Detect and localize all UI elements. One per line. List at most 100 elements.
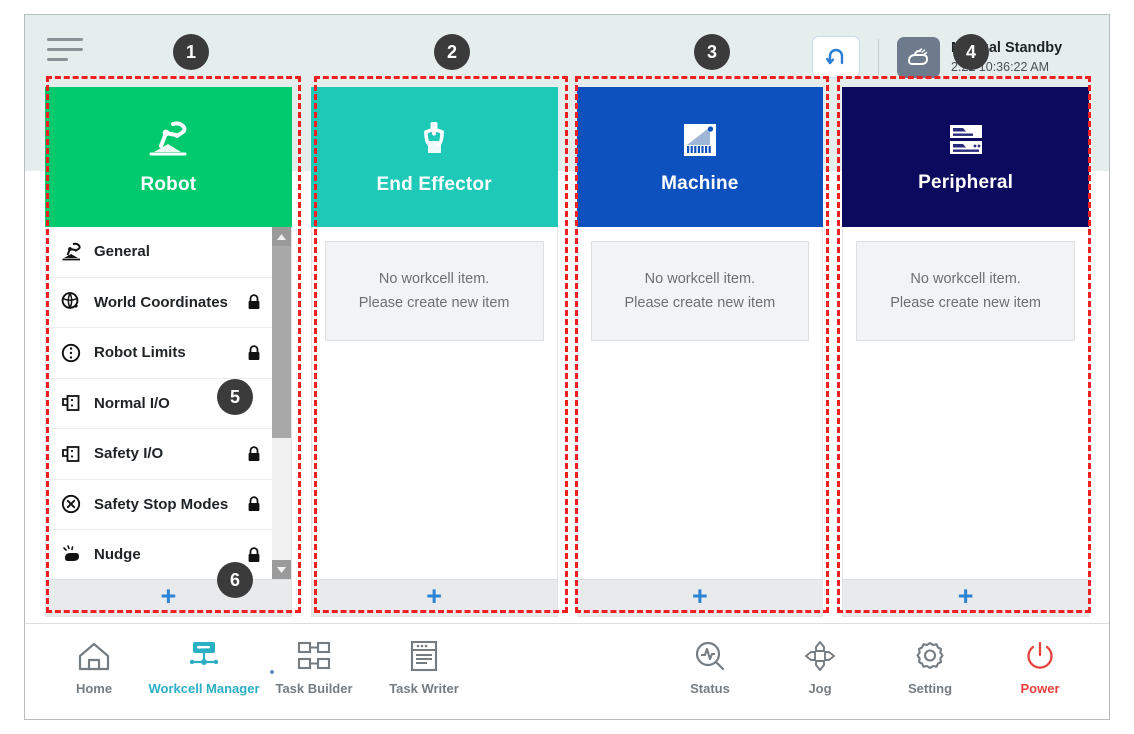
header-divider — [878, 39, 879, 75]
io-port-icon — [56, 392, 86, 414]
globe-coordinates-icon — [56, 291, 86, 313]
annotation-badge-2: 2 — [434, 34, 470, 70]
card-body-robot: General World Coordinates — [45, 227, 292, 579]
list-item-nudge[interactable]: Nudge — [46, 530, 291, 579]
lock-icon — [245, 445, 263, 462]
nav-item-status[interactable]: Status — [655, 634, 765, 708]
lock-icon — [245, 496, 263, 512]
plus-icon: + — [957, 581, 974, 611]
nav-label: Home — [75, 681, 113, 696]
list-item-safety-stop-modes[interactable]: Safety Stop Modes — [46, 479, 291, 530]
nav-label: Task Writer — [389, 681, 459, 696]
gripper-icon — [424, 122, 444, 153]
home-icon — [78, 642, 110, 671]
annotation-badge-6: 6 — [217, 562, 253, 598]
nav-label: Task Builder — [275, 681, 353, 696]
io-port-icon — [56, 443, 86, 465]
nav-item-setting[interactable]: Setting — [875, 634, 985, 708]
nav-item-task-writer[interactable]: Task Writer — [369, 634, 479, 708]
annotation-badge-1: 1 — [173, 34, 209, 70]
nav-item-jog[interactable]: Jog — [765, 634, 875, 708]
card-header-machine[interactable]: Machine — [576, 87, 824, 227]
list-item-label: Nudge — [94, 546, 141, 564]
list-item-robot-limits[interactable]: Robot Limits — [46, 328, 291, 379]
empty-state-peripheral: No workcell item. Please create new item — [856, 241, 1075, 341]
robot-settings-list: General World Coordinates — [46, 227, 291, 579]
hamburger-line — [47, 38, 83, 41]
card-header-end-effector[interactable]: End Effector — [310, 87, 558, 227]
empty-state-machine: No workcell item. Please create new item — [590, 241, 810, 341]
bottom-navigation: Home Workcell Manager — [25, 623, 1109, 719]
lock-icon — [245, 294, 263, 310]
app-window: Manual Standby 2.22 10:36:22 AM Robot — [24, 14, 1110, 720]
plus-icon: + — [160, 581, 177, 611]
nav-right-group: Status Jog Setting — [655, 634, 1095, 708]
list-item-normal-io[interactable]: Normal I/O — [46, 378, 291, 429]
nav-separator-dot — [270, 670, 274, 674]
empty-line-2: Please create new item — [358, 294, 510, 311]
workcell-manager-icon — [189, 642, 219, 665]
limits-circle-icon — [56, 342, 86, 364]
list-item-label: Safety I/O — [94, 445, 164, 463]
scrollbar-thumb[interactable] — [271, 246, 291, 438]
add-end-effector-item-button[interactable]: + — [310, 579, 558, 617]
hamburger-menu-icon[interactable] — [47, 38, 91, 68]
card-header-peripheral[interactable]: Peripheral — [842, 87, 1089, 227]
nav-label: Workcell Manager — [148, 681, 260, 696]
task-builder-icon — [297, 641, 331, 670]
scroll-down-button[interactable] — [271, 560, 291, 579]
nav-label: Jog — [808, 681, 832, 696]
workcell-card-robot: Robot Gener — [45, 87, 292, 617]
nav-label: Setting — [907, 681, 953, 696]
empty-line-1: No workcell item. — [644, 270, 756, 287]
task-writer-icon — [410, 640, 438, 672]
list-item-general[interactable]: General — [46, 227, 291, 278]
card-title: End Effector — [376, 174, 492, 195]
list-item-label: General — [94, 243, 150, 261]
status-magnifier-icon — [695, 641, 725, 671]
card-title: Robot — [140, 174, 197, 195]
add-machine-item-button[interactable]: + — [576, 579, 824, 617]
list-scrollbar[interactable] — [271, 227, 291, 579]
scroll-up-button[interactable] — [271, 227, 291, 246]
lock-icon — [245, 546, 263, 563]
list-item-label: Robot Limits — [94, 344, 186, 362]
jog-dpad-icon — [805, 641, 835, 671]
nav-item-home[interactable]: Home — [39, 634, 149, 708]
robot-arm-icon — [56, 241, 86, 262]
workcell-card-peripheral: Peripheral No workcell item. Please crea… — [842, 87, 1089, 617]
card-header-robot[interactable]: Robot — [45, 87, 292, 227]
workcell-card-machine: Machine No workcell item. Please create … — [576, 87, 824, 617]
hamburger-line — [47, 48, 83, 51]
power-icon — [1027, 641, 1053, 669]
nav-item-task-builder[interactable]: Task Builder — [259, 634, 369, 708]
robot-arm-icon — [149, 121, 187, 156]
plus-icon: + — [426, 581, 443, 611]
empty-line-1: No workcell item. — [378, 270, 490, 287]
nav-item-power[interactable]: Power — [985, 634, 1095, 708]
annotation-badge-5: 5 — [217, 379, 253, 415]
plus-icon: + — [691, 581, 708, 611]
empty-line-1: No workcell item. — [910, 270, 1021, 287]
lock-icon — [245, 344, 263, 361]
card-title: Peripheral — [918, 172, 1014, 193]
empty-line-2: Please create new item — [890, 294, 1041, 311]
nav-item-workcell-manager[interactable]: Workcell Manager — [148, 634, 260, 708]
list-item-safety-io[interactable]: Safety I/O — [46, 429, 291, 480]
card-body-machine: No workcell item. Please create new item — [576, 227, 824, 579]
peripheral-rack-icon — [949, 125, 982, 154]
machine-chart-icon — [683, 124, 716, 156]
reset-button[interactable] — [812, 36, 860, 78]
card-body-peripheral: No workcell item. Please create new item — [842, 227, 1089, 579]
add-peripheral-item-button[interactable]: + — [842, 579, 1089, 617]
annotation-badge-3: 3 — [694, 34, 730, 70]
reset-arc-icon — [826, 48, 844, 65]
list-item-label: Normal I/O — [94, 394, 170, 412]
list-item-world-coordinates[interactable]: World Coordinates — [46, 277, 291, 328]
manual-hand-icon[interactable] — [897, 37, 940, 78]
workcell-cards: Robot Gener — [25, 87, 1109, 617]
empty-state-end-effector: No workcell item. Please create new item — [324, 241, 544, 341]
workcell-card-end-effector: End Effector No workcell item. Please cr… — [310, 87, 558, 617]
stop-circle-x-icon — [56, 493, 86, 515]
add-robot-item-button[interactable]: + — [45, 579, 292, 617]
